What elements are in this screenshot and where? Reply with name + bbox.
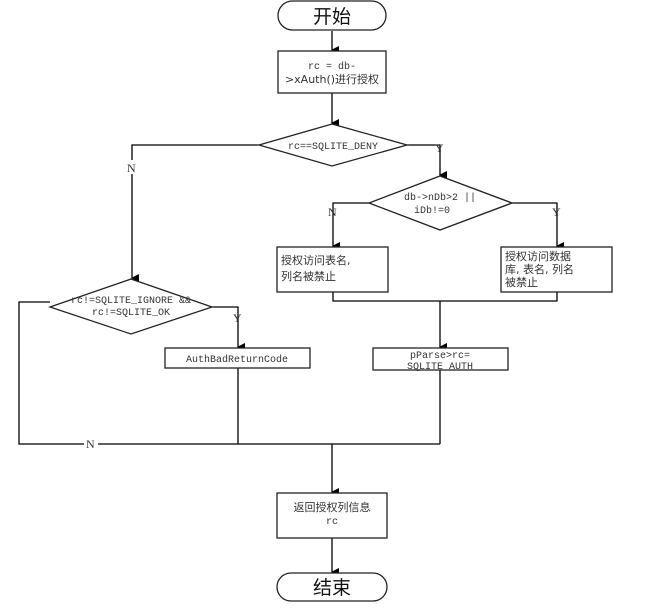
auth-line-2: >xAuth()进行授权 [285,72,379,86]
end-label: 结束 [313,577,351,599]
ndb-decision: db->nDb>2 || iDb!=0 [367,175,514,231]
edge-ignore-yes [212,306,245,351]
edge-tbl-merge [332,292,558,302]
auth-line-1: rc = db- [308,61,356,73]
setrc-line-1: pParse>rc= [410,351,470,362]
ret-line-1: 返回授权列信息 [294,500,371,514]
tbl-line-1: 授权访问表名, [281,253,351,267]
edge-label-deny-yes: Y [435,141,444,155]
ignore-line-1: rc!=SQLITE_IGNORE && [71,296,191,307]
badcode-label: AuthBadReturnCode [186,354,288,366]
dbtbl-line-1: 授权访问数据 [505,249,571,263]
deny-label: rc==SQLITE_DENY [288,142,378,153]
dbtbl-line-3: 被禁止 [505,276,538,289]
db-table-forbidden-process: 授权访问数据 库, 表名, 列名 被禁止 [500,246,613,293]
ignore-line-2: rc!=SQLITE_OK [92,308,170,319]
edge-deny-no [131,144,259,282]
ignore-decision: rc!=SQLITE_IGNORE && rc!=SQLITE_OK [47,278,215,335]
ndb-line-2: iDb!=0 [414,205,450,217]
tbl-line-2: 列名被禁止 [281,269,336,283]
ret-line-2: rc [326,517,338,528]
edge-ndb-no [332,202,369,250]
start-label: 开始 [313,6,351,28]
bad-return-code-process: AuthBadReturnCode [164,347,311,369]
auth-process: rc = db- >xAuth()进行授权 [277,50,387,94]
edge-label-ndb-yes: Y [552,205,561,219]
end-terminal: 结束 [276,572,388,602]
edge-label-deny-no: N [127,161,136,175]
edge-ndb-yes [512,202,564,250]
edge-label-ignore-no: N [86,437,95,451]
ndb-line-1: db->nDb>2 || [404,192,476,204]
dbtbl-line-2: 库, 表名, 列名 [505,262,574,276]
edge-deny-yes [407,144,447,179]
table-forbidden-process: 授权访问表名, 列名被禁止 [276,246,389,293]
edge-ignore-no [18,301,440,445]
return-auth-info-process: 返回授权列信息 rc [276,492,388,539]
edge-label-ignore-yes: Y [233,311,242,325]
deny-decision: rc==SQLITE_DENY [256,123,410,167]
start-terminal: 开始 [277,0,387,31]
edge-label-ndb-no: N [328,205,337,219]
setrc-line-2: SQLITE_AUTH [407,362,473,373]
connectors [18,31,564,576]
set-rc-auth-process: pParse>rc= SQLITE_AUTH [372,347,509,373]
